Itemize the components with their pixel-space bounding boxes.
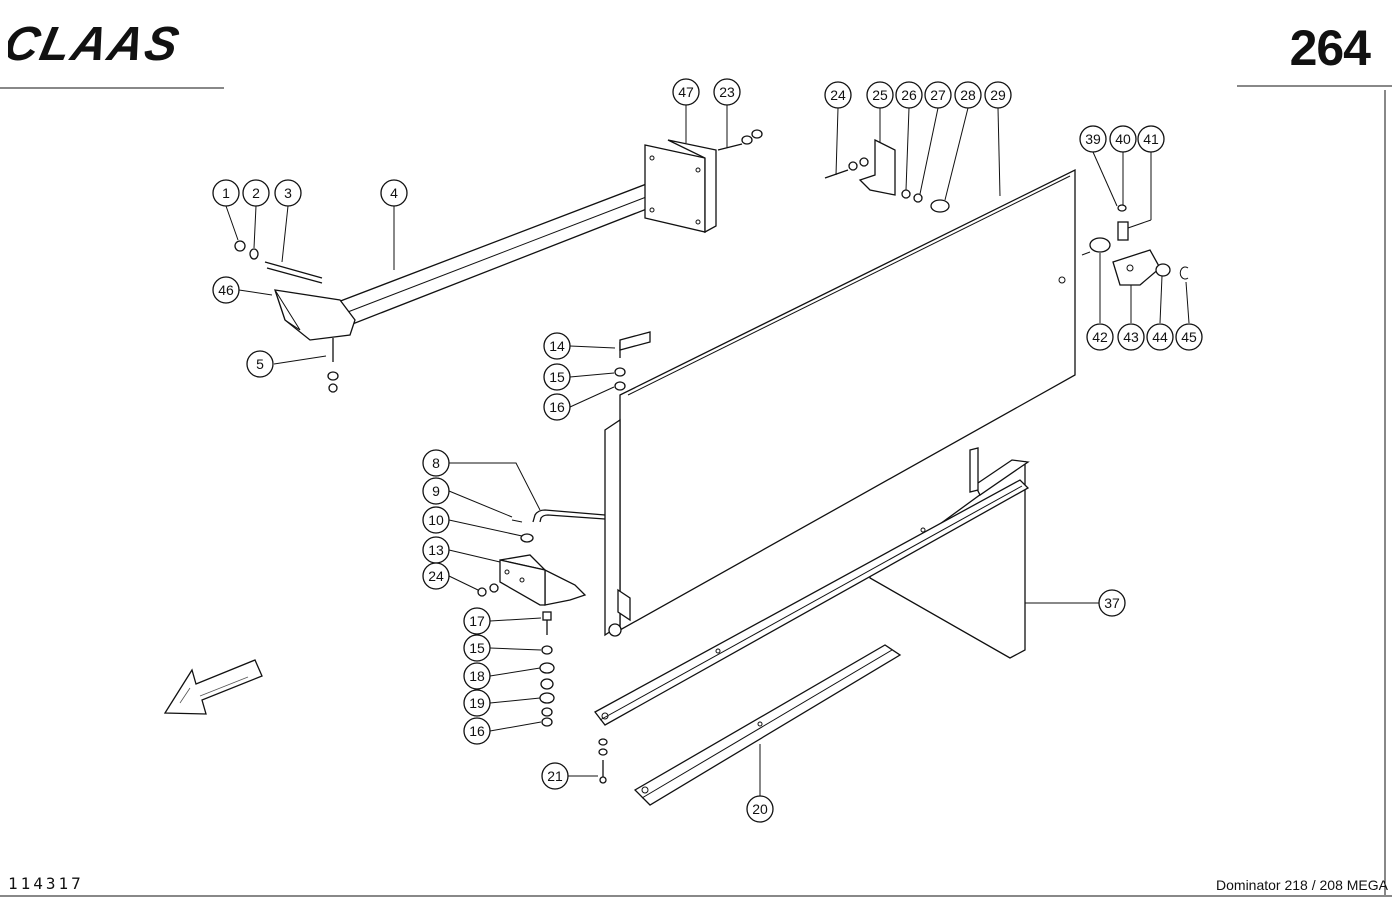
callout: 15 [463,634,491,662]
callout: 24 [824,81,852,109]
svg-text:2: 2 [252,185,260,201]
sealing-strip-lower [633,644,902,806]
flange-plate [644,139,717,234]
svg-text:18: 18 [469,668,485,684]
svg-text:10: 10 [428,512,444,528]
svg-text:9: 9 [432,483,440,499]
svg-text:40: 40 [1115,131,1131,147]
callout: 29 [984,81,1012,109]
leader-lines [225,105,1190,796]
svg-text:8: 8 [432,455,440,471]
callout: 18 [463,662,491,690]
callout: 26 [895,81,923,109]
svg-text:19: 19 [469,695,485,711]
svg-text:21: 21 [547,768,563,784]
callout: 37 [1098,589,1126,617]
svg-text:15: 15 [549,369,565,385]
callout: 10 [422,506,450,534]
side-panel [604,168,1076,637]
callout: 4 [380,179,408,207]
callout: 20 [746,795,774,823]
callout: 40 [1109,125,1137,153]
callout: 19 [463,689,491,717]
svg-text:24: 24 [830,87,846,103]
lower-mount-bracket [477,554,587,606]
model-name: Dominator 218 / 208 MEGA [1216,877,1388,893]
callout: 25 [866,81,894,109]
svg-text:13: 13 [428,542,444,558]
lower-bolt-stack [539,611,555,727]
callout: 47 [672,78,700,106]
svg-text:20: 20 [752,801,768,817]
svg-text:46: 46 [218,282,234,298]
callout: 39 [1079,125,1107,153]
latch-assembly [1081,204,1189,286]
callout: 46 [212,276,240,304]
svg-text:29: 29 [990,87,1006,103]
svg-text:43: 43 [1123,329,1139,345]
svg-text:47: 47 [678,84,694,100]
callout: 44 [1146,323,1174,351]
page-number: 264 [1289,20,1371,76]
latch-bracket [824,138,950,213]
callout: 43 [1117,323,1145,351]
callout: 28 [954,81,982,109]
callout: 16 [463,717,491,745]
svg-text:5: 5 [256,356,264,372]
svg-text:23: 23 [719,84,735,100]
brand-logo: CLAAS [8,18,185,68]
callout: 23 [713,78,741,106]
callout: 42 [1086,323,1114,351]
svg-text:25: 25 [872,87,888,103]
callout: 1 [212,179,240,207]
svg-text:26: 26 [901,87,917,103]
direction-arrow-icon [163,659,263,715]
strip-bolt [598,738,608,784]
svg-text:17: 17 [469,613,485,629]
callout: 24 [422,562,450,590]
svg-text:44: 44 [1152,329,1168,345]
drawing-number: 114317 [8,874,84,893]
left-bracket [234,240,356,393]
svg-text:14: 14 [549,338,565,354]
svg-text:24: 24 [428,568,444,584]
bolt-23 [717,129,763,151]
callout: 17 [463,607,491,635]
svg-text:16: 16 [549,399,565,415]
svg-text:45: 45 [1181,329,1197,345]
svg-text:4: 4 [390,185,398,201]
svg-text:1: 1 [222,185,230,201]
svg-text:42: 42 [1092,329,1108,345]
callout: 16 [543,393,571,421]
callout: 21 [541,762,569,790]
callout: 8 [422,449,450,477]
callout: 41 [1137,125,1165,153]
sealing-strip-upper [594,479,1030,726]
svg-text:41: 41 [1143,131,1159,147]
callout: 5 [246,350,274,378]
svg-text:15: 15 [469,640,485,656]
svg-text:37: 37 [1104,595,1120,611]
svg-text:16: 16 [469,723,485,739]
callout: 45 [1175,323,1203,351]
callout: 9 [422,477,450,505]
support-rod [511,509,606,543]
callout: 2 [242,179,270,207]
callout: 15 [543,363,571,391]
svg-text:39: 39 [1085,131,1101,147]
brand-logo-text: CLAAS [8,18,185,68]
svg-text:3: 3 [284,185,292,201]
callout: 13 [422,536,450,564]
callout: 14 [543,332,571,360]
upper-mount-bolt [614,331,651,391]
callout: 27 [924,81,952,109]
svg-text:28: 28 [960,87,976,103]
svg-text:27: 27 [930,87,946,103]
callout: 3 [274,179,302,207]
